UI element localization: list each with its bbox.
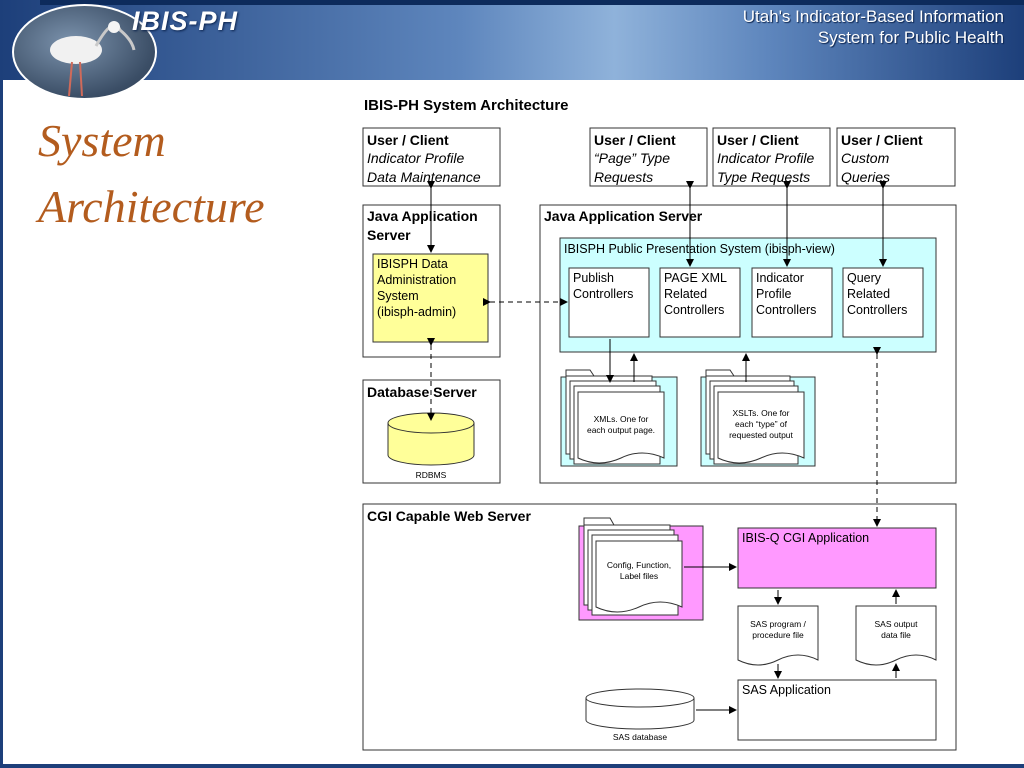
client-title: User / Client bbox=[717, 132, 799, 148]
client-line1: Indicator Profile bbox=[717, 150, 814, 166]
diagram-title: IBIS-PH System Architecture bbox=[364, 97, 569, 114]
slide-title-line2: Architecture bbox=[38, 181, 265, 232]
controller-line: Related bbox=[664, 287, 707, 301]
client-box-data-maintenance: User / Client Indicator Profile Data Mai… bbox=[362, 127, 501, 187]
xslt-docs-line: requested output bbox=[729, 430, 793, 440]
header-tagline: Utah's Indicator-Based Information Syste… bbox=[743, 6, 1004, 48]
xslt-docs-line: each “type” of bbox=[735, 419, 788, 429]
controller-line: Indicator bbox=[756, 271, 804, 285]
sas-output-file: SAS output data file bbox=[855, 605, 937, 666]
logo-text: IBIS-PH bbox=[132, 6, 239, 36]
client-box-profile-requests: User / Client Indicator Profile Type Req… bbox=[712, 127, 831, 187]
client-box-custom-queries: User / Client Custom Queries bbox=[836, 127, 956, 187]
frame-left bbox=[0, 80, 3, 768]
presentation-system-label: IBISPH Public Presentation System (ibisp… bbox=[564, 242, 835, 256]
client-title: User / Client bbox=[367, 132, 449, 148]
sas-database-label: SAS database bbox=[613, 732, 668, 742]
client-title: User / Client bbox=[841, 132, 923, 148]
sas-app-label: SAS Application bbox=[742, 683, 831, 697]
slide-title: System Architecture bbox=[38, 108, 348, 240]
slide-title-line1: System bbox=[38, 115, 166, 166]
sas-program-line: SAS program / bbox=[750, 619, 806, 629]
controller-line: Controllers bbox=[847, 303, 907, 317]
cgi-server-label: CGI Capable Web Server bbox=[367, 508, 531, 524]
header-banner bbox=[0, 0, 1024, 80]
controller-line: Controllers bbox=[664, 303, 724, 317]
sas-output-line: SAS output bbox=[874, 619, 918, 629]
sas-output-line: data file bbox=[881, 630, 911, 640]
config-files-line: Config, Function, bbox=[607, 560, 671, 570]
ibis-bird-icon bbox=[50, 21, 136, 97]
admin-line4: (ibisph-admin) bbox=[377, 305, 456, 319]
database-server-label: Database Server bbox=[367, 384, 477, 400]
frame-bottom bbox=[0, 764, 1024, 768]
client-line1: “Page” Type bbox=[594, 150, 670, 166]
ibisq-app-label: IBIS-Q CGI Application bbox=[742, 531, 869, 545]
xml-document-stack: XMLs. One for each output page. bbox=[565, 369, 665, 465]
xml-docs-line: each output page. bbox=[587, 425, 655, 435]
controller-line: Publish bbox=[573, 271, 614, 285]
admin-line3: System bbox=[377, 289, 419, 303]
tagline-line2: System for Public Health bbox=[817, 28, 1004, 47]
sas-database-cylinder: SAS database bbox=[585, 688, 695, 742]
client-line1: Indicator Profile bbox=[367, 150, 464, 166]
java-server-left-line2: Server bbox=[367, 227, 411, 243]
xslt-docs-line: XSLTs. One for bbox=[732, 408, 789, 418]
admin-line2: Administration bbox=[377, 273, 456, 287]
ibis-bird-photo bbox=[12, 4, 157, 100]
connectors bbox=[427, 181, 900, 714]
java-server-right-label: Java Application Server bbox=[544, 208, 703, 224]
client-line2: Requests bbox=[594, 169, 653, 185]
client-line2: Data Maintenance bbox=[367, 169, 481, 185]
controller-line: PAGE XML bbox=[664, 271, 727, 285]
controller-line: Related bbox=[847, 287, 890, 301]
java-server-left: Java Application Server IBISPH Data Admi… bbox=[362, 204, 501, 358]
config-files-line: Label files bbox=[620, 571, 658, 581]
tagline-line1: Utah's Indicator-Based Information bbox=[742, 7, 1004, 26]
sas-program-line: procedure file bbox=[752, 630, 804, 640]
controller-line: Profile bbox=[756, 287, 791, 301]
config-files-stack: Config, Function, Label files bbox=[578, 517, 704, 621]
cgi-web-server: CGI Capable Web Server Config, Function,… bbox=[362, 503, 957, 751]
client-line2: Type Requests bbox=[717, 169, 810, 185]
admin-line1: IBISPH Data bbox=[377, 257, 448, 271]
java-server-right: Java Application Server IBISPH Public Pr… bbox=[539, 204, 957, 484]
xml-docs-line: XMLs. One for bbox=[594, 414, 649, 424]
controller-line: Controllers bbox=[756, 303, 816, 317]
database-server: Database Server RDBMS bbox=[362, 379, 501, 484]
controller-line: Controllers bbox=[573, 287, 633, 301]
controller-line: Query bbox=[847, 271, 882, 285]
client-title: User / Client bbox=[594, 132, 676, 148]
header-stripe bbox=[40, 0, 1024, 5]
client-line2: Queries bbox=[841, 169, 890, 185]
client-line1: Custom bbox=[841, 150, 890, 166]
client-box-page-requests: User / Client “Page” Type Requests bbox=[589, 127, 708, 187]
sas-program-file: SAS program / procedure file bbox=[737, 605, 819, 666]
rdbms-label: RDBMS bbox=[416, 470, 447, 480]
java-server-left-line1: Java Application bbox=[367, 208, 478, 224]
xslt-document-stack: XSLTs. One for each “type” of requested … bbox=[705, 369, 805, 465]
